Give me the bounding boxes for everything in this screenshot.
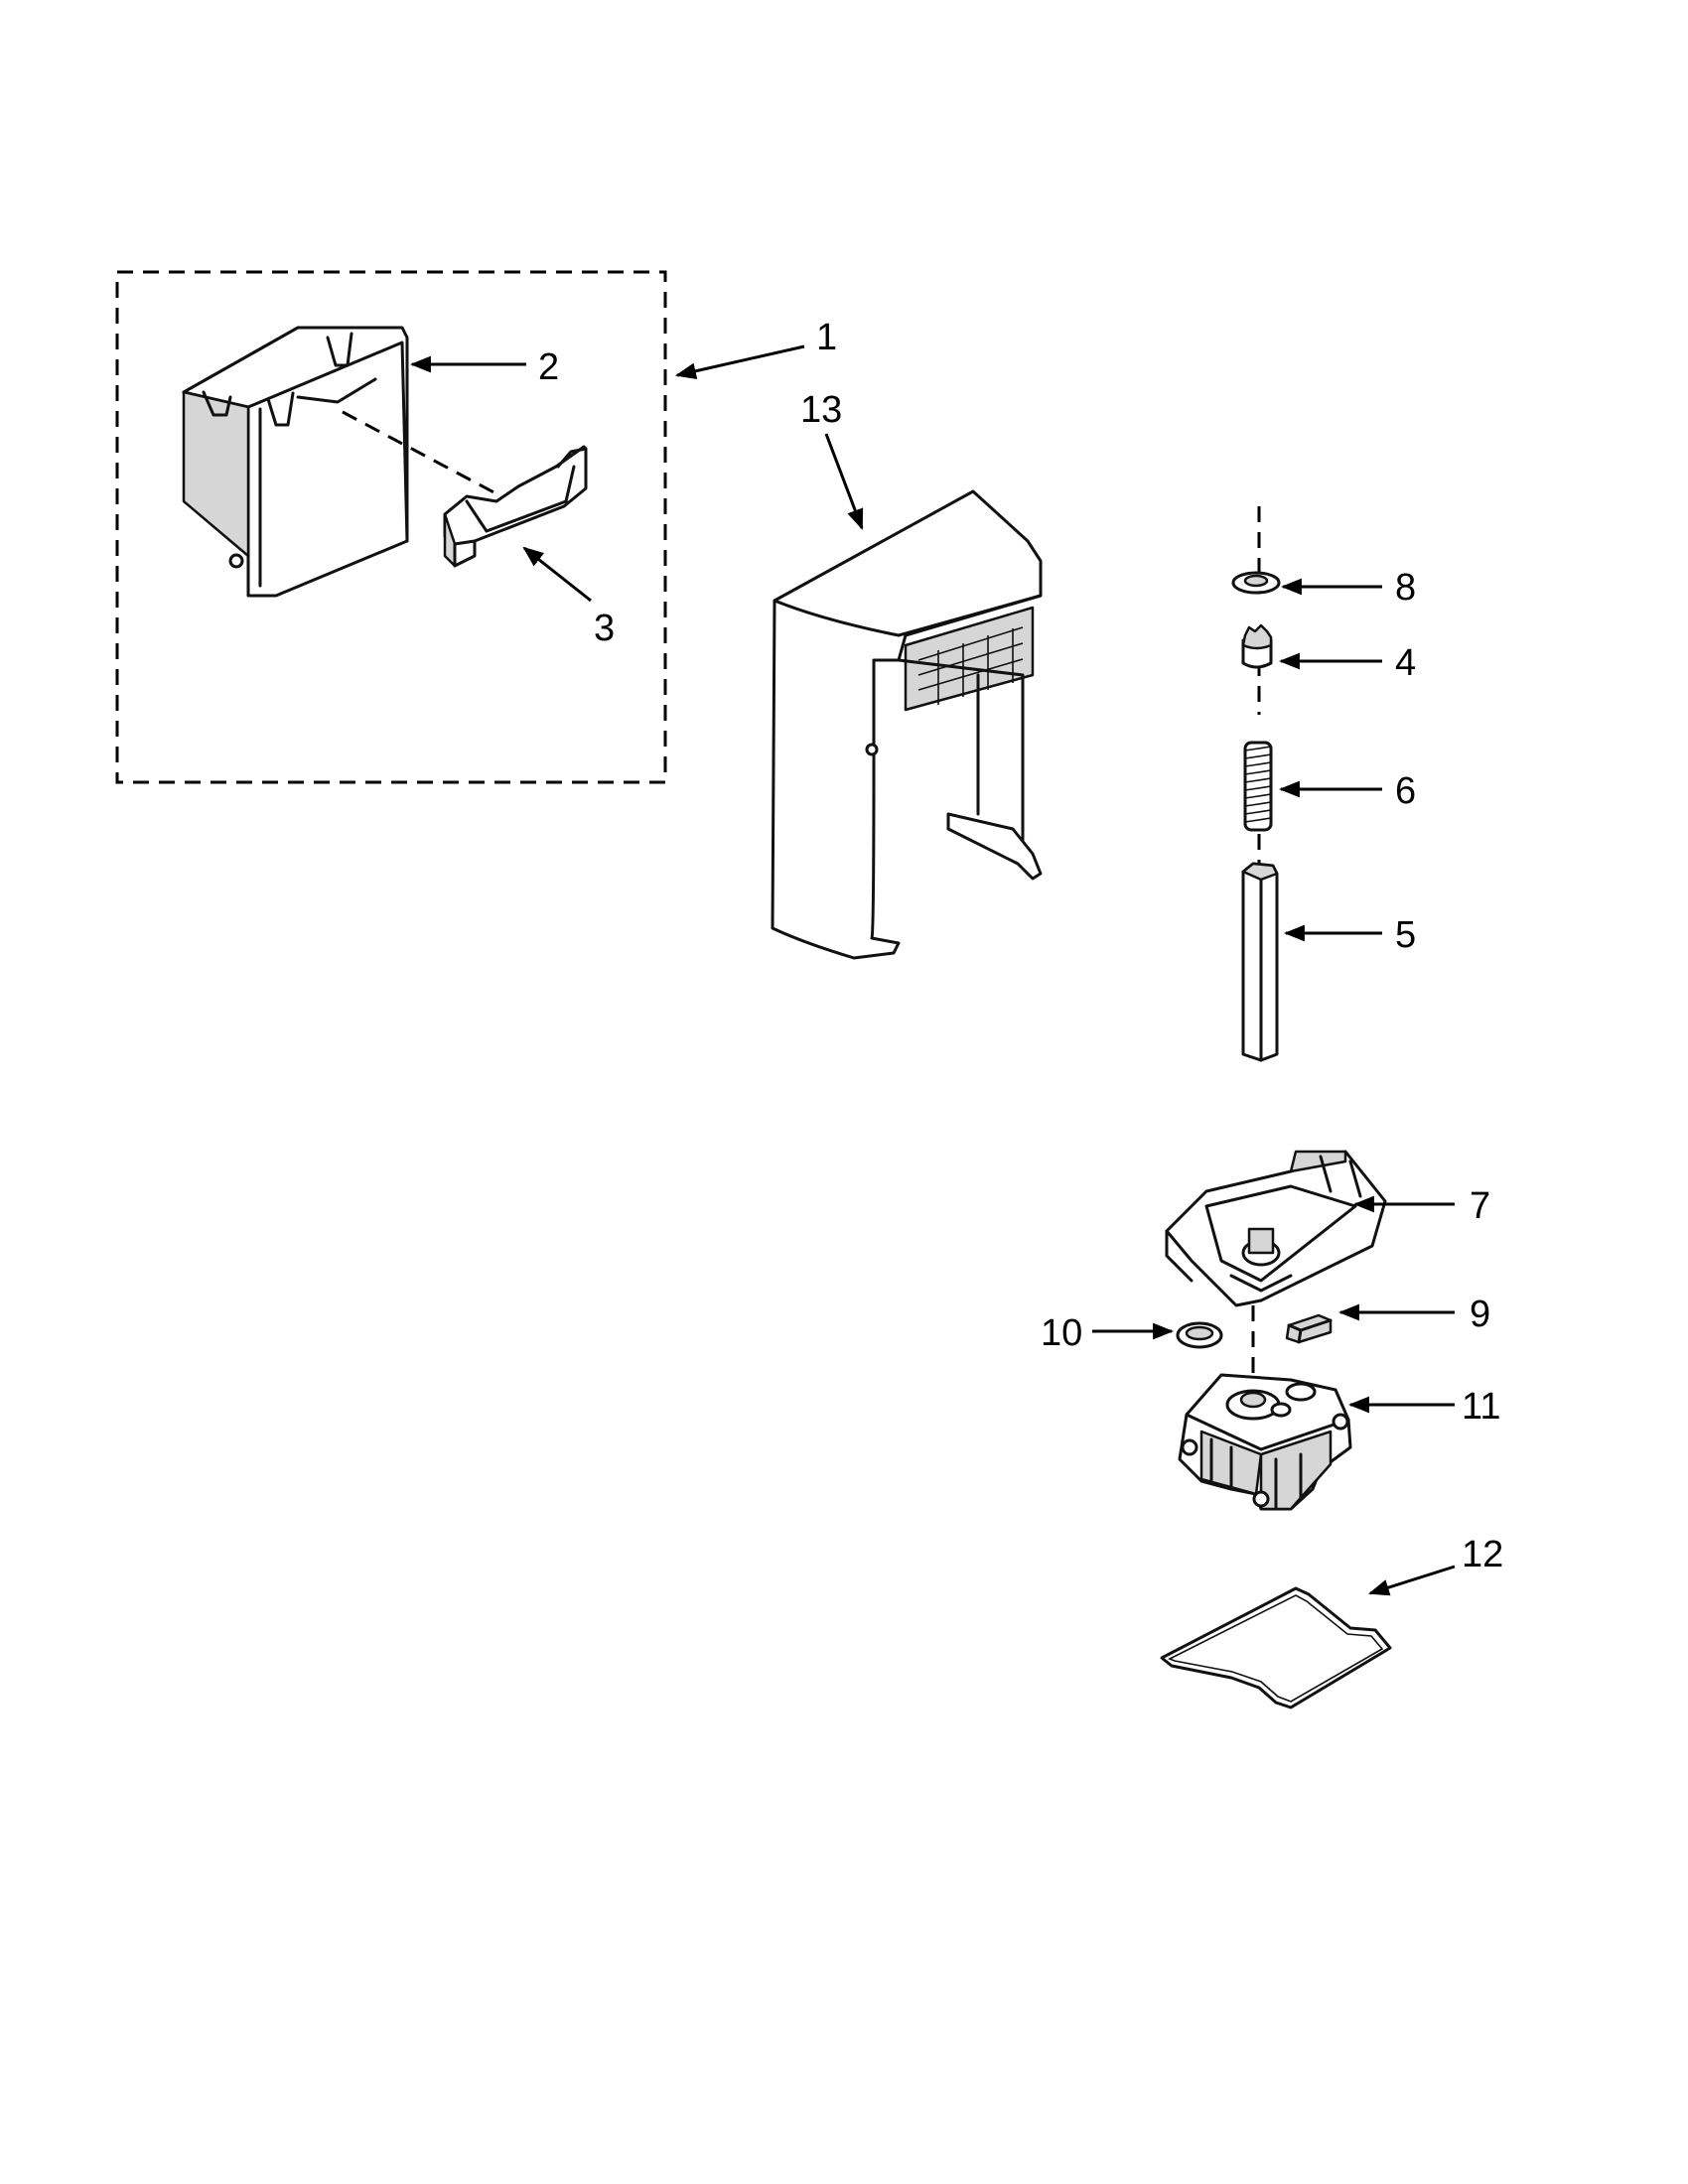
callout-10: 10 <box>1041 1312 1082 1354</box>
part-11-motor <box>1178 1373 1352 1511</box>
callout-7: 7 <box>1470 1185 1490 1227</box>
callout-12: 12 <box>1462 1534 1503 1575</box>
callout-1: 1 <box>816 317 837 358</box>
part-4-coupler <box>1241 623 1273 669</box>
part-10-ring <box>1176 1321 1223 1349</box>
part-8-washer <box>1231 571 1281 595</box>
callout-6: 6 <box>1395 770 1416 812</box>
leader-13 <box>824 433 864 530</box>
part-13-dispenser-cover <box>771 489 1043 960</box>
callout-13: 13 <box>800 389 842 431</box>
part-9-key <box>1285 1313 1333 1344</box>
leader-12 <box>1367 1565 1456 1596</box>
callout-8: 8 <box>1395 567 1416 609</box>
part-3-handle <box>443 445 588 568</box>
part-6-spring <box>1243 741 1273 832</box>
callout-5: 5 <box>1395 914 1416 956</box>
callout-3: 3 <box>594 608 615 649</box>
leader-1 <box>674 344 805 380</box>
callout-4: 4 <box>1395 642 1416 684</box>
part-12-gasket <box>1160 1586 1392 1709</box>
leader-3 <box>522 546 592 603</box>
assembly-group-box <box>115 270 667 784</box>
part-5-hex-shaft <box>1241 862 1279 1062</box>
callout-9: 9 <box>1470 1294 1490 1335</box>
callout-2: 2 <box>538 346 559 388</box>
callout-11: 11 <box>1462 1386 1500 1428</box>
part-2-3-dashed-link <box>342 410 502 498</box>
part-2-housing <box>182 326 409 598</box>
part-7-bracket <box>1165 1150 1387 1307</box>
